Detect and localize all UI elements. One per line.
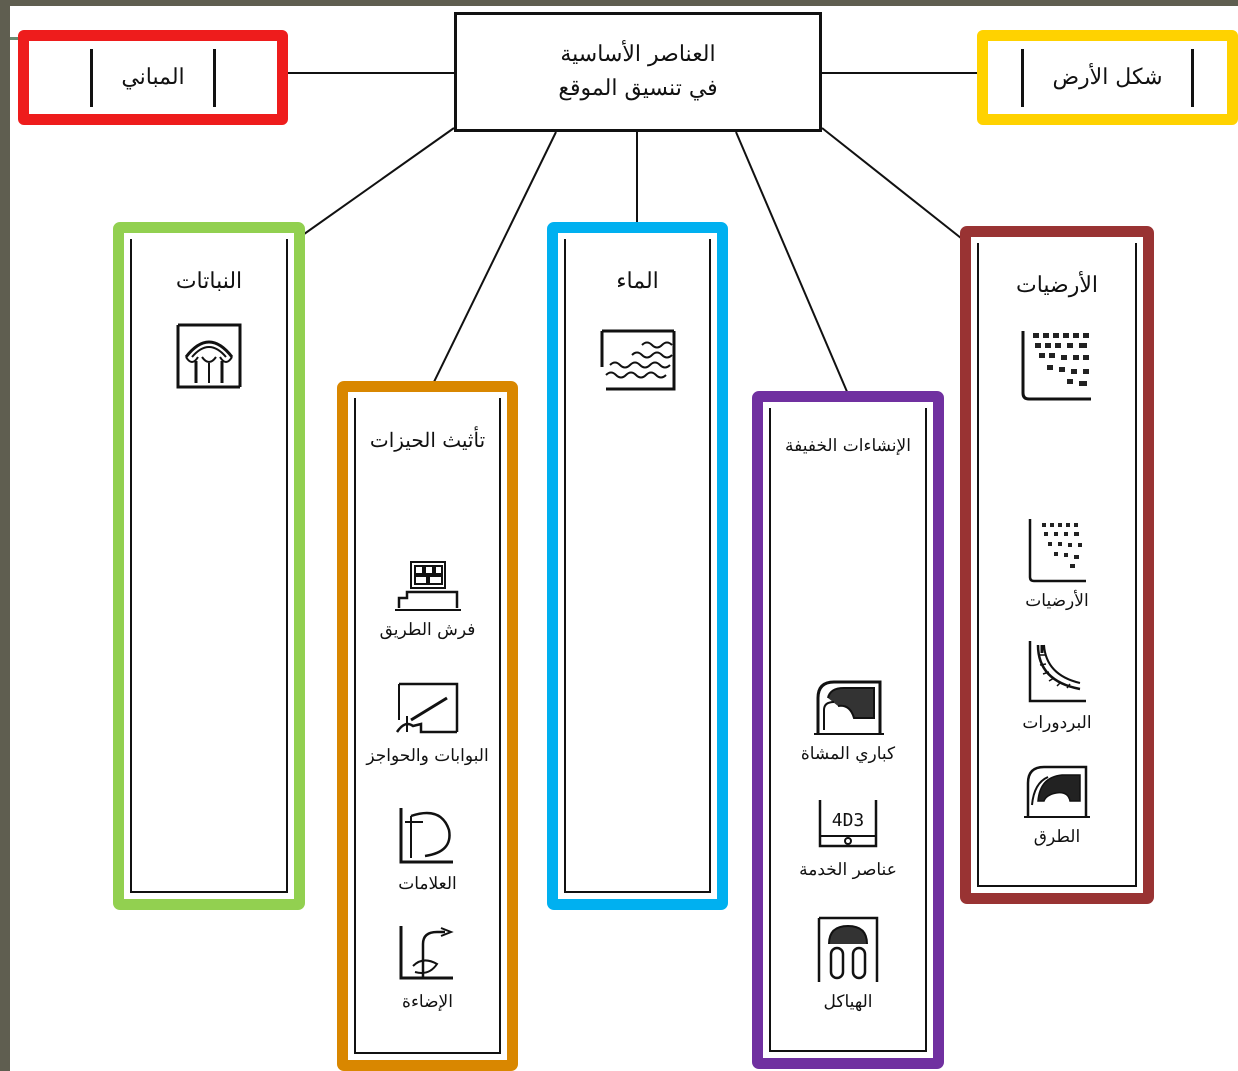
water-waves-icon bbox=[600, 329, 675, 391]
floor-tiles-item bbox=[979, 327, 1135, 405]
column-plants: النباتات bbox=[113, 222, 305, 910]
structures-icon bbox=[817, 916, 879, 982]
landform-inner: شكل الأرض bbox=[1021, 48, 1194, 107]
connector-plants bbox=[289, 127, 455, 245]
gates-fences-label: البوابات والحواجز bbox=[366, 746, 489, 766]
column-light-structures: الإنشاءات الخفيفة كباري المشاة 4D3 عناصر… bbox=[752, 391, 944, 1069]
pedestrian-bridge-icon bbox=[814, 680, 884, 735]
column-ground-surfaces-frame: الأرضيات bbox=[977, 243, 1137, 887]
roads-label: الطرق bbox=[1033, 827, 1081, 847]
column-light-structures-frame: الإنشاءات الخفيفة كباري المشاة 4D3 عناصر… bbox=[769, 408, 927, 1052]
column-plants-title: النباتات bbox=[175, 269, 243, 294]
buildings-box: المباني bbox=[18, 30, 288, 125]
column-light-structures-title: الإنشاءات الخفيفة bbox=[785, 436, 911, 456]
lighting-icon bbox=[399, 926, 454, 980]
lighting-label: الإضاءة bbox=[402, 992, 453, 1012]
central-concept-box: العناصر الأساسية في تنسيق الموقع bbox=[454, 12, 822, 132]
paving-icon bbox=[394, 561, 461, 611]
structures-label: الهياكل bbox=[823, 992, 873, 1012]
curbs-item: البردورات bbox=[979, 637, 1135, 733]
pedestrian-bridge-item: كباري المشاة bbox=[771, 674, 925, 764]
column-water-frame: الماء bbox=[564, 239, 711, 893]
roads-icon bbox=[1024, 765, 1090, 818]
structures-item: الهياكل bbox=[771, 914, 925, 1012]
tree-canopy-icon bbox=[176, 323, 242, 389]
svg-text:4D3: 4D3 bbox=[832, 810, 865, 831]
lighting-item: الإضاءة bbox=[356, 920, 499, 1012]
central-title-line1: العناصر الأساسية bbox=[560, 42, 716, 67]
buildings-inner: المباني bbox=[90, 48, 216, 107]
water-item bbox=[566, 327, 709, 395]
column-plants-frame: النباتات bbox=[130, 239, 288, 893]
curbs-icon bbox=[1028, 641, 1086, 703]
connector-structures bbox=[735, 131, 849, 395]
plants-item bbox=[132, 321, 286, 393]
window-frame-left bbox=[0, 0, 10, 1071]
column-water: الماء bbox=[547, 222, 728, 910]
paving-label: فرش الطريق bbox=[379, 620, 476, 640]
service-elements-icon: 4D3 bbox=[818, 800, 878, 848]
paving-item: فرش الطريق bbox=[356, 558, 499, 640]
column-furnishing: تأثيث الحيزات فرش الطريق ا bbox=[337, 381, 518, 1071]
column-ground-surfaces: الأرضيات bbox=[960, 226, 1154, 904]
central-title-line2: في تنسيق الموقع bbox=[558, 76, 718, 101]
gates-fences-icon bbox=[395, 682, 458, 734]
signs-label: العلامات bbox=[398, 874, 457, 894]
curbs-label: البردورات bbox=[1022, 713, 1092, 733]
service-elements-item: 4D3 عناصر الخدمة bbox=[771, 796, 925, 880]
service-elements-label: عناصر الخدمة bbox=[799, 860, 897, 880]
gates-fences-item: البوابات والحواجز bbox=[356, 680, 499, 766]
column-ground-surfaces-title: الأرضيات bbox=[1015, 273, 1099, 298]
connector-ground bbox=[821, 127, 967, 243]
landform-label: شكل الأرض bbox=[1052, 65, 1163, 90]
roads-item: الطرق bbox=[979, 761, 1135, 847]
pedestrian-bridge-label: كباري المشاة bbox=[800, 744, 896, 764]
landform-box: شكل الأرض bbox=[977, 30, 1238, 125]
buildings-label: المباني bbox=[121, 65, 185, 90]
column-furnishing-title: تأثيث الحيزات bbox=[369, 428, 486, 452]
frame-marker bbox=[10, 37, 24, 40]
column-water-title: الماء bbox=[616, 269, 659, 294]
column-furnishing-frame: تأثيث الحيزات فرش الطريق ا bbox=[354, 398, 501, 1054]
signs-icon bbox=[399, 808, 453, 864]
floor-tiles-icon bbox=[1021, 331, 1091, 401]
connector-furnishing bbox=[431, 131, 557, 387]
ground-pattern-icon bbox=[1028, 519, 1086, 583]
window-frame-top bbox=[0, 0, 1238, 6]
ground-pattern-item: الأرضيات bbox=[979, 515, 1135, 611]
ground-pattern-label: الأرضيات bbox=[1025, 591, 1089, 611]
signs-item: العلامات bbox=[356, 802, 499, 894]
